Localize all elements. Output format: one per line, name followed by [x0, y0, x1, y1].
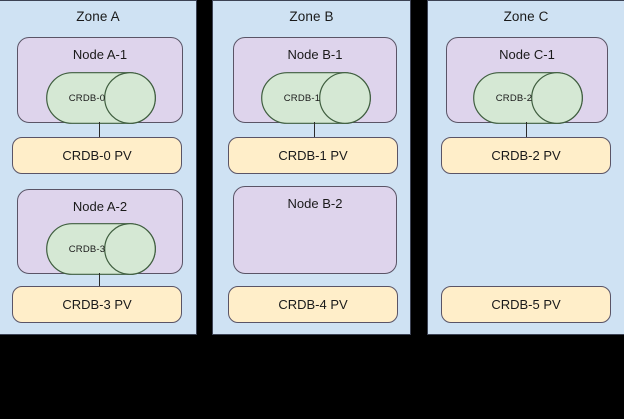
- connector-node-a-1-to-crdb-0-pv: [99, 122, 100, 138]
- zone-container-c: Zone C Node C-1 CRDB-2 CRDB-2 PV CRDB-5 …: [427, 0, 624, 335]
- node-label-b-1: Node B-1: [287, 47, 343, 62]
- node-box-a-2[interactable]: Node A-2 CRDB-3: [17, 189, 183, 275]
- pv-label-crdb-3-pv: CRDB-3 PV: [62, 296, 132, 312]
- node-box-b-1[interactable]: Node B-1 CRDB-1: [233, 37, 397, 124]
- pod-cylinder-crdb-1[interactable]: CRDB-1: [261, 72, 371, 124]
- node-box-a-1[interactable]: Node A-1 CRDB-0: [17, 37, 183, 124]
- pv-label-crdb-0-pv: CRDB-0 PV: [62, 147, 132, 163]
- node-label-a-2: Node A-2: [72, 199, 128, 214]
- node-label-a-1: Node A-1: [72, 47, 128, 62]
- pod-cylinder-crdb-2[interactable]: CRDB-2: [473, 72, 583, 124]
- pv-box-crdb-5-pv[interactable]: CRDB-5 PV: [441, 286, 611, 323]
- pv-box-crdb-2-pv[interactable]: CRDB-2 PV: [441, 137, 611, 174]
- pv-box-crdb-1-pv[interactable]: CRDB-1 PV: [228, 137, 398, 174]
- pv-label-crdb-1-pv: CRDB-1 PV: [278, 147, 348, 163]
- pv-box-crdb-3-pv[interactable]: CRDB-3 PV: [12, 286, 182, 323]
- pv-label-crdb-2-pv: CRDB-2 PV: [491, 147, 561, 163]
- pv-label-crdb-5-pv: CRDB-5 PV: [491, 296, 561, 312]
- zone-title-b: Zone B: [289, 9, 334, 24]
- pv-label-crdb-4-pv: CRDB-4 PV: [278, 296, 348, 312]
- node-label-c-1: Node C-1: [499, 47, 555, 62]
- pv-box-crdb-0-pv[interactable]: CRDB-0 PV: [12, 137, 182, 174]
- connector-node-a-2-to-crdb-3-pv: [99, 273, 100, 289]
- zone-container-b: Zone B Node B-1 CRDB-1 CRDB-1 PV Node B-…: [212, 0, 411, 335]
- pod-cylinder-crdb-3[interactable]: CRDB-3: [46, 223, 156, 275]
- zone-container-a: Zone A Node A-1 CRDB-0 CRDB-0 PV Node A-…: [0, 0, 197, 335]
- pv-box-crdb-4-pv[interactable]: CRDB-4 PV: [228, 286, 398, 323]
- node-label-b-2: Node B-2: [287, 196, 343, 211]
- connector-node-b-1-to-crdb-1-pv: [314, 122, 315, 138]
- connector-node-c-1-to-crdb-2-pv: [526, 122, 527, 138]
- node-box-c-1[interactable]: Node C-1 CRDB-2: [446, 37, 608, 124]
- zone-title-a: Zone A: [76, 9, 120, 24]
- pod-cylinder-crdb-0[interactable]: CRDB-0: [46, 72, 156, 124]
- zone-title-c: Zone C: [503, 9, 549, 24]
- node-box-b-2[interactable]: Node B-2: [233, 186, 397, 274]
